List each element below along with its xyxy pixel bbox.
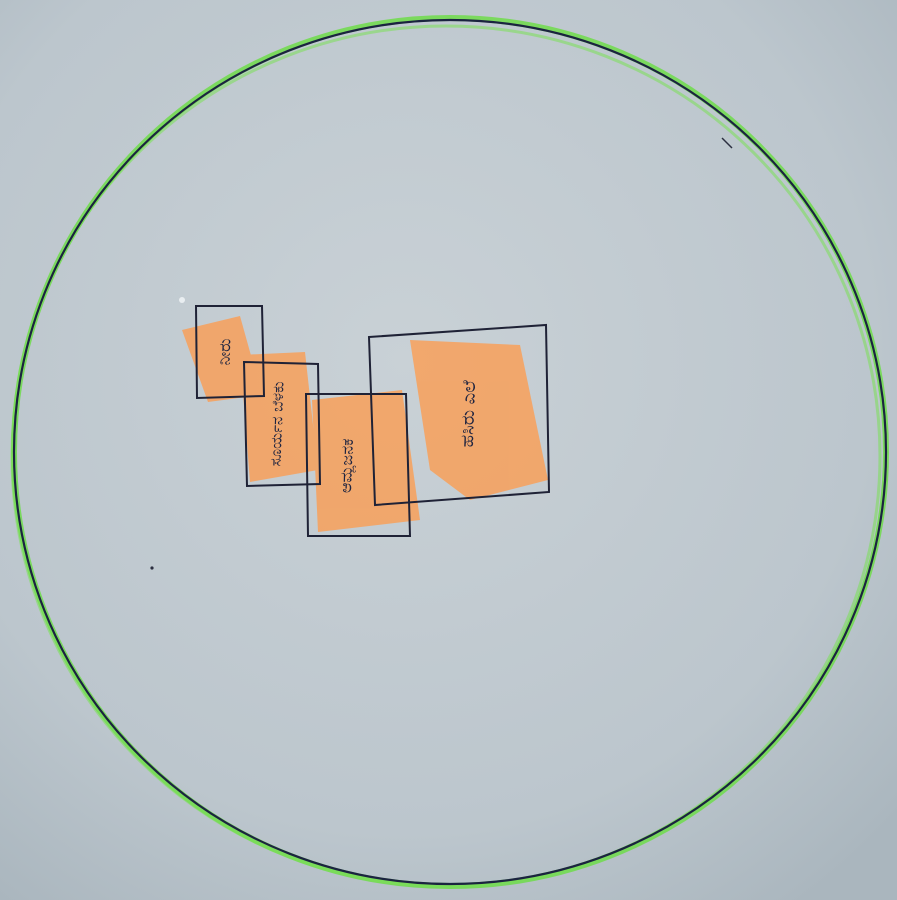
box-2-label: ಸೂರ್ಯನ ಬೆಳಕು xyxy=(267,381,288,467)
box-1-label: ನೀರು xyxy=(215,338,235,366)
paper-speck-1 xyxy=(179,297,185,303)
orange-highlight-3 xyxy=(312,390,420,532)
box-3-label: ಆಮ್ಲಜನಕ xyxy=(336,438,358,493)
paper-speck-2 xyxy=(150,566,153,569)
box-4-label: ಹಸಿರು ಎಲೆ xyxy=(457,380,480,448)
